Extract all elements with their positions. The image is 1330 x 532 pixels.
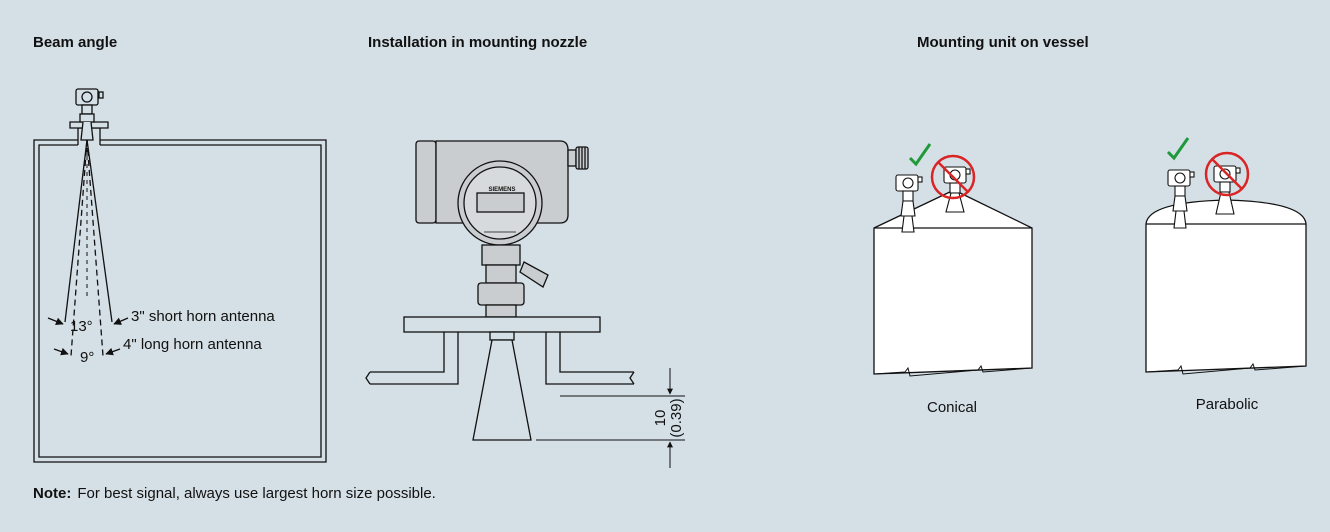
long-horn-angle: 9° (80, 349, 94, 366)
installation-diagram (365, 140, 685, 468)
dimension-mm: 10 (652, 410, 669, 427)
parabolic-good-device-icon (1167, 169, 1195, 229)
mounting-flange (403, 316, 601, 333)
conical-prohibited-icon (930, 154, 976, 200)
note: Note: For best signal, always use largest… (33, 485, 436, 502)
installation-heading: Installation in mounting nozzle (368, 34, 588, 51)
mounting-heading: Mounting unit on vessel (917, 34, 1089, 51)
dimension-in: (0.39) (668, 398, 685, 437)
brand-label: SIEMENS (488, 187, 515, 193)
long-horn-label: 4" long horn antenna (123, 336, 262, 353)
conical-good-device-icon (895, 174, 923, 233)
parabolic-check-icon (1166, 137, 1190, 161)
conical-label: Conical (927, 399, 977, 416)
dimension-marker (536, 368, 685, 468)
tank-outline (33, 121, 327, 463)
short-horn-angle: 13° (70, 318, 93, 335)
beam-lines (64, 139, 113, 357)
beam-angle-heading: Beam angle (33, 34, 118, 51)
nozzle-walls (365, 332, 635, 385)
horn-antenna (472, 331, 532, 441)
parabolic-prohibited-icon (1204, 151, 1250, 197)
parabolic-label: Parabolic (1196, 396, 1259, 413)
display-bezel (457, 160, 543, 246)
conical-check-icon (908, 143, 932, 167)
parabolic-vessel (1145, 199, 1307, 375)
note-text: For best signal, always use largest horn… (77, 485, 436, 502)
beam-angle-diagram (33, 88, 327, 463)
short-horn-label: 3" short horn antenna (131, 308, 275, 325)
note-label: Note: (33, 485, 72, 502)
beam-device-icon (75, 88, 104, 141)
parabolic-bad-device-icon (1213, 165, 1241, 215)
transmitter-neck (477, 244, 549, 318)
conical-vessel (873, 189, 1033, 377)
